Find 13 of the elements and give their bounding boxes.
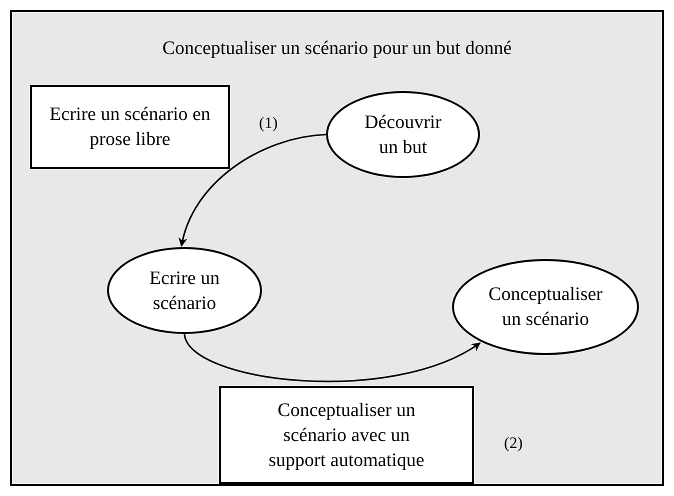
strategy-box [30,85,230,169]
curved-arrow [179,134,326,247]
node-label: Conceptualiser un scénario [488,283,604,332]
strategy-number: (1) [259,114,278,134]
diagram-panel [10,10,664,486]
panel-heading: Conceptualiser un scénario pour un but donné [162,37,512,61]
strategy-number: (2) [504,434,523,454]
node-label: Découvrir un but [363,110,443,160]
node-label: Conceptualiser un scénario avec un support automatique [268,398,426,472]
curved-arrow [184,334,481,382]
strategy-box [219,386,474,484]
node-label: Ecrire un scénario [148,266,221,316]
node-label: Ecrire un scénario en prose libre [48,103,212,152]
